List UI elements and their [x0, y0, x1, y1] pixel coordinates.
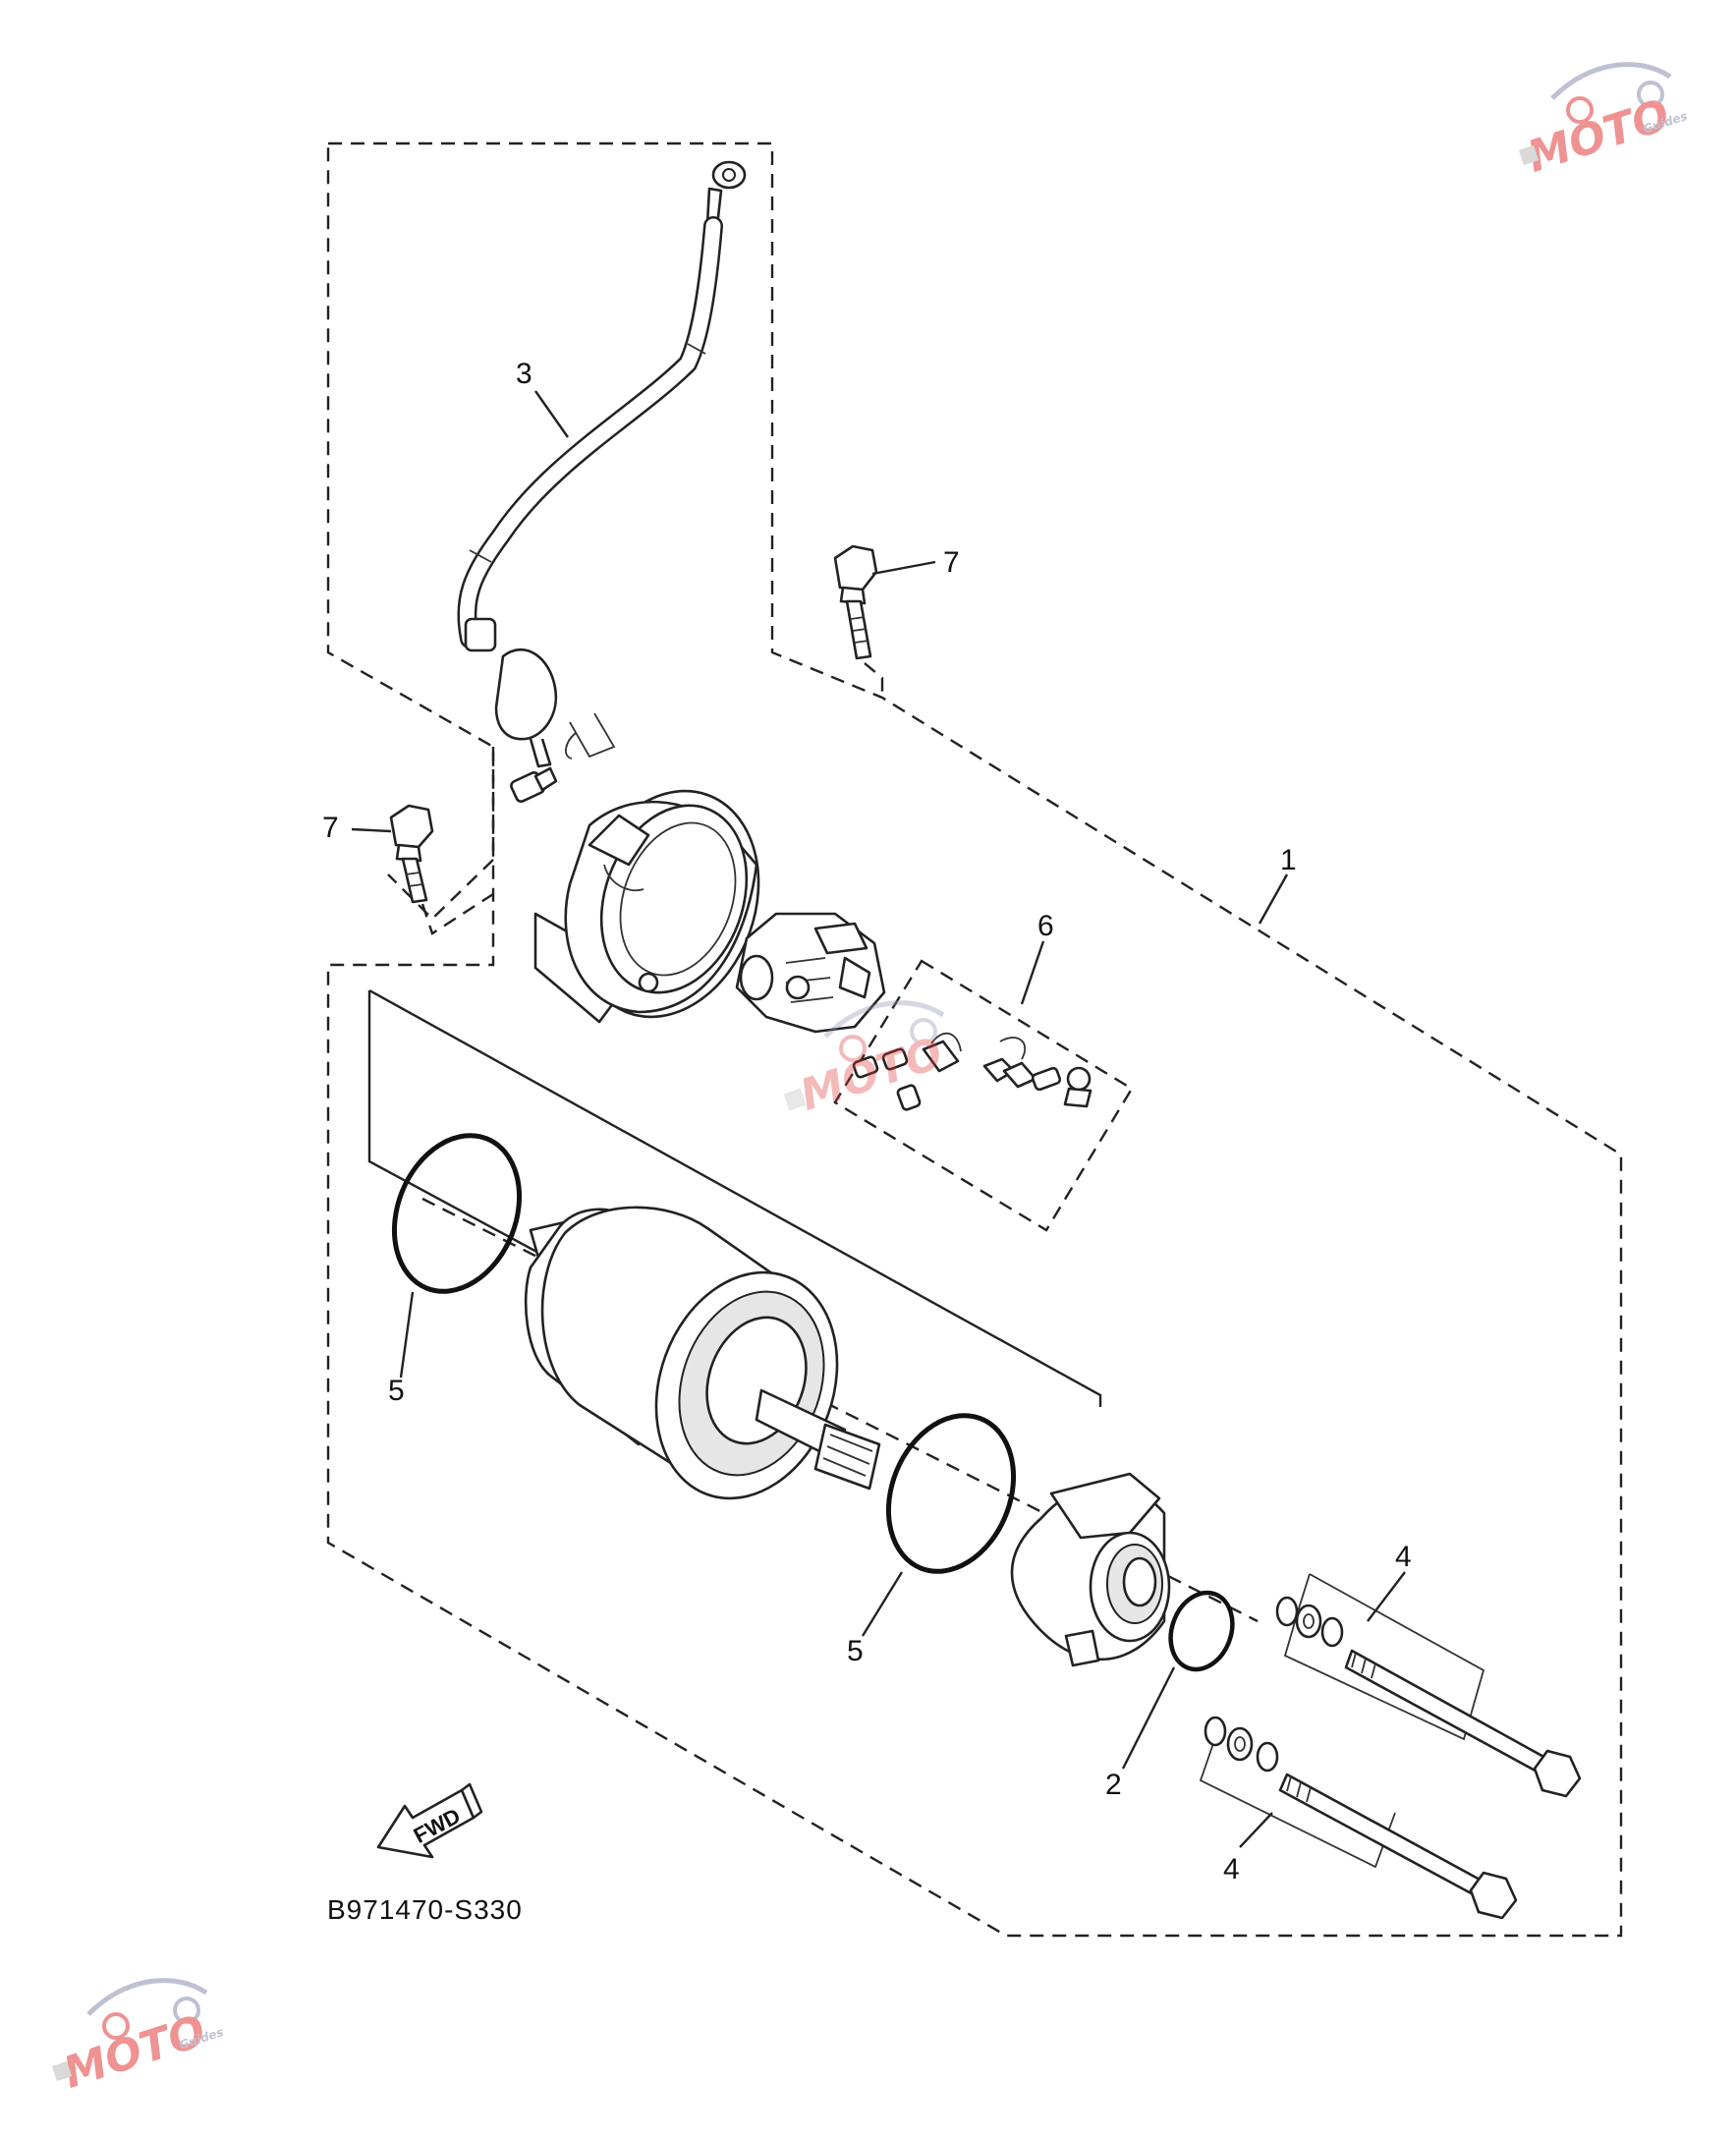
o-ring-5-left [391, 1133, 523, 1294]
watermark-logo-top: MOTO Guides [1518, 62, 1689, 183]
leader-6 [1020, 940, 1045, 1005]
leader-3 [534, 390, 569, 438]
callout-2: 2 [1105, 1769, 1122, 1801]
drawing-code: B971470-S330 [327, 1894, 523, 1925]
callout-7-upper: 7 [943, 546, 960, 579]
leader-7-left [351, 827, 392, 833]
rear-cover [1010, 1472, 1171, 1667]
front-cover [533, 789, 760, 1024]
leader-5-left [399, 1291, 415, 1379]
bolt-7-left-path [420, 892, 494, 935]
o-ring-5-center [885, 1413, 1017, 1574]
bolt-7-upper [833, 544, 878, 660]
through-bolt-set-4-upper [1275, 1573, 1582, 1798]
leader-4-upper [1367, 1571, 1406, 1622]
callout-4-lower: 4 [1223, 1853, 1240, 1886]
callout-5-center: 5 [847, 1635, 864, 1667]
leader-4-lower [1239, 1812, 1273, 1848]
svg-text:MOTO: MOTO [1522, 89, 1676, 182]
svg-text:MOTO: MOTO [58, 2005, 212, 2098]
terminal-screw [510, 766, 558, 803]
brush-set-parts [852, 1032, 1092, 1111]
leader-7-upper [871, 560, 936, 576]
bolt-7-upper-path [864, 662, 884, 698]
leader-1 [1258, 873, 1289, 925]
through-bolt-set-4-lower [1199, 1716, 1518, 1920]
leader-2 [1121, 1666, 1176, 1770]
fwd-arrow-icon: FWD [376, 1782, 483, 1859]
leader-5-center [861, 1571, 904, 1637]
callout-7-left: 7 [322, 812, 339, 844]
assembly-boundary-1 [326, 141, 1623, 1938]
callout-3: 3 [516, 358, 532, 390]
brush-holder [735, 912, 886, 1034]
callout-1: 1 [1280, 844, 1297, 876]
starter-motor-yoke [524, 1206, 881, 1500]
brush-set-boundary-6 [833, 959, 1134, 1232]
watermark-logo-bottom: MOTO Guides [51, 1978, 225, 2099]
starter-cable [457, 160, 747, 768]
callout-6: 6 [1037, 910, 1054, 942]
bolt-7-left [389, 804, 434, 904]
callout-4-upper: 4 [1395, 1541, 1412, 1573]
callout-5-left: 5 [388, 1375, 405, 1407]
o-ring-2 [1168, 1590, 1235, 1672]
